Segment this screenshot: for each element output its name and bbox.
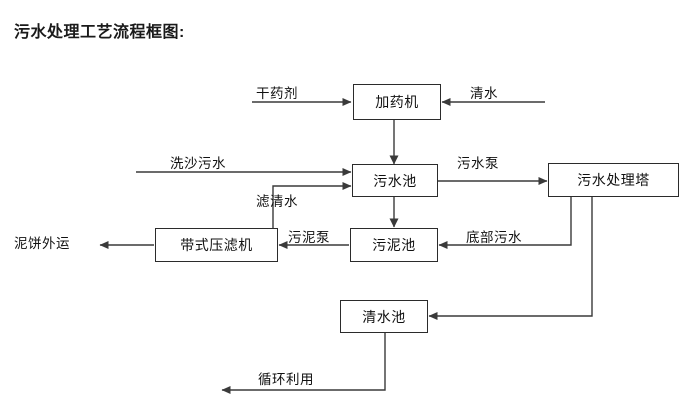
label-mud-cake-transport: 泥饼外运 (14, 236, 70, 251)
label-sandwash-wastewater: 洗沙污水 (170, 156, 226, 171)
edge-tower-to-sludge-pool (438, 197, 572, 249)
label-recycle-reuse: 循环利用 (258, 372, 314, 387)
node-wastewater-pool[interactable]: 污水池 (352, 164, 438, 197)
page-title: 污水处理工艺流程框图: (14, 24, 185, 41)
label-dry-chemical: 干药剂 (256, 86, 298, 101)
label-sludge-pump: 污泥泵 (288, 230, 330, 245)
edge-tower-to-clearwater-pool (428, 197, 593, 320)
label-wastewater-pump: 污水泵 (457, 156, 499, 171)
node-clearwater-pool[interactable]: 清水池 (340, 300, 428, 333)
node-dosing-machine[interactable]: 加药机 (353, 84, 441, 120)
node-wastewater-treatment-tower[interactable]: 污水处理塔 (548, 163, 679, 197)
edge-clearwater-pool-to-recycle (221, 332, 386, 394)
label-bottom-wastewater: 底部污水 (466, 230, 522, 245)
node-belt-filter-press[interactable]: 带式压滤机 (155, 228, 278, 262)
node-sludge-pool[interactable]: 污泥池 (350, 228, 438, 262)
label-clean-water: 清水 (470, 86, 498, 101)
label-filtered-clear-water: 滤清水 (256, 194, 298, 209)
